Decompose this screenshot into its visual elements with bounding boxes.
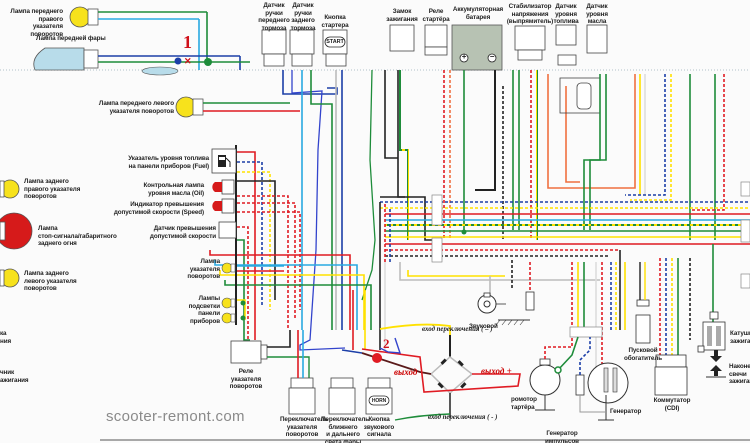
light-switch <box>328 377 356 415</box>
trunk-connector <box>431 237 443 263</box>
speed-sensor <box>218 221 237 239</box>
label-spark-cap-left: чник ажигания <box>0 369 29 384</box>
label-front-brake: Датчик ручки переднего тормоза <box>258 2 290 32</box>
cut-mark: ✕ <box>184 56 192 66</box>
ignition-lock <box>389 24 415 52</box>
label-headlight: Лампа передней фары <box>36 35 106 42</box>
rear-brake-sensor <box>289 29 315 67</box>
junction-green <box>204 58 212 66</box>
label-front-right-turn: Лампа переднего правого указателя поворо… <box>10 8 63 38</box>
speed-indicator-lamp <box>212 198 235 214</box>
front-brake-sensor <box>261 29 287 67</box>
battery-plus: + <box>461 52 467 61</box>
label-choke: Пусковой обогатитель <box>623 347 663 362</box>
battery <box>451 24 503 71</box>
junction-red <box>372 353 382 363</box>
generator <box>587 362 629 421</box>
generator-connector <box>569 326 603 338</box>
label-horn-button: Кнопка звукового сигнала <box>363 416 395 439</box>
horn-button <box>365 377 393 415</box>
label-battery: Аккумуляторная батарея <box>452 6 504 21</box>
label-fuel-gauge: Указатель уровня топлива на панели прибо… <box>128 155 209 170</box>
label-stop-lamp: Лампа стоп-сигнала/габаритного заднего о… <box>38 225 117 248</box>
start-text: START <box>326 39 344 45</box>
label-ignition-lock: Замок зажигания <box>386 8 418 23</box>
label-front-left-turn: Лампа переднего левого указателя поворот… <box>98 100 174 115</box>
annotation-mark-2: 2 <box>383 336 390 351</box>
horizontal-trunk <box>237 151 750 350</box>
turn-switch <box>288 377 316 415</box>
headlight-lamp <box>33 47 179 76</box>
ignition-coil <box>697 311 726 378</box>
annotation-output-right: выход + <box>481 366 512 376</box>
trunk-connector <box>431 194 443 226</box>
oil-level-sensor <box>586 24 608 54</box>
label-pulse-generator: Генератор импульсов <box>545 430 579 443</box>
lower-bundle <box>209 244 714 368</box>
label-rear-right-turn: Лампа заднего правого указателя поворото… <box>24 178 81 201</box>
label-rear-brake: Датчик ручки заднего тормоза <box>290 2 316 32</box>
label-rear-left-turn: Лампа заднего левого указателя поворотов <box>24 270 77 293</box>
label-turn-indicator: Лампа указателя поворотов <box>187 258 220 281</box>
pulse-generator <box>575 337 605 413</box>
turn-relay <box>230 340 268 364</box>
label-cdi: Коммутатор (CDI) <box>653 397 691 412</box>
label-speed-sensor: Датчик превышения допустимой скорости <box>149 225 216 240</box>
label-light-switch: Переключатель ближнего и дальнего света … <box>321 416 370 443</box>
label-spark-cap: Наконечник свечи зажигания <box>729 363 750 386</box>
label-speed-indicator: Индикатор превышения допустимой скорости… <box>113 201 204 216</box>
fuel-level-sensor <box>555 24 577 66</box>
right-connector <box>740 181 750 197</box>
annotation-mark-1: 1 <box>183 32 192 52</box>
horn <box>477 291 535 326</box>
watermark: scooter-remont.com <box>106 408 245 425</box>
label-panel-lights: Лампы подсветки панели приборов <box>188 295 221 325</box>
starter-button <box>322 29 348 67</box>
label-starter-motor: ромотор тартёра <box>511 396 537 411</box>
label-oil-sensor: Датчик уровня масла <box>586 3 608 26</box>
rear-left-turn-lamp <box>0 268 20 288</box>
diode-bridge <box>341 323 521 421</box>
label-turn-switch: Переключатель указателя поворотов <box>280 416 329 439</box>
battery-minus: − <box>489 52 495 61</box>
choke <box>635 262 651 344</box>
starter-motor <box>529 336 579 411</box>
label-turn-relay: Реле указателя поворотов <box>229 368 263 391</box>
main-harness <box>282 69 725 351</box>
label-regulator: Стабилизатор напряжения (выпрямитель) <box>506 3 554 26</box>
annotation-input-plus: вход переключения ( – ) <box>422 326 493 333</box>
starter-relay <box>424 24 448 56</box>
junction-blue <box>174 57 182 65</box>
label-ignition-coil-left: ка ния <box>0 330 12 345</box>
label-start-button: Кнопка стартера <box>321 14 349 29</box>
voltage-regulator <box>514 25 546 61</box>
horn-text: HORN <box>371 398 387 404</box>
label-ignition-coil: Катушка зажигания <box>730 330 750 345</box>
front-right-turn-lamp <box>69 6 99 28</box>
stop-lamp <box>0 212 33 250</box>
right-connector <box>740 273 750 289</box>
turn-indicator-lamp <box>221 262 236 274</box>
label-generator: Генератор <box>610 408 642 415</box>
panel-light-lamp <box>221 312 236 324</box>
label-starter-relay: Реле стартёра <box>422 8 450 23</box>
fuel-gauge <box>211 148 237 174</box>
annotation-output-left: выход <box>394 367 418 377</box>
cdi <box>654 354 688 396</box>
label-horn: Звуковой <box>469 323 498 330</box>
label-fuel-sensor: Датчик уровня топлива <box>553 3 579 26</box>
front-left-turn-lamp <box>175 96 204 118</box>
annotation-input-minus: вход переключения ( - ) <box>428 414 498 421</box>
label-oil-lamp: Контрольная лампа уровня масла (Oil) <box>143 182 205 197</box>
right-connector <box>740 219 750 243</box>
panel-light-lamp <box>221 297 236 309</box>
rear-right-turn-lamp <box>0 179 20 199</box>
oil-warning-lamp <box>212 179 235 195</box>
